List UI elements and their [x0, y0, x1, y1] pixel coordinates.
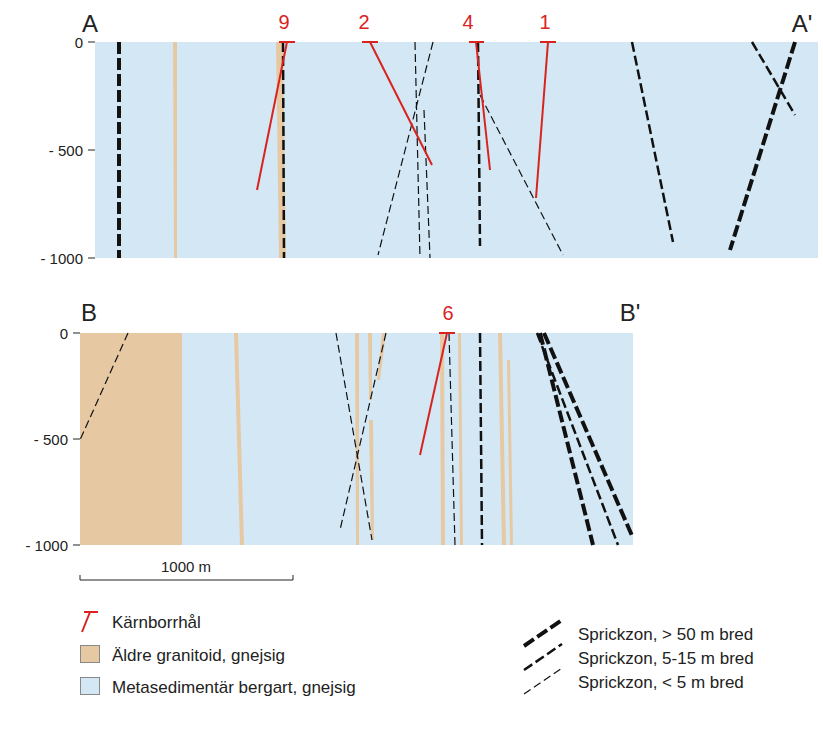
section-letter: B'	[620, 301, 641, 325]
depth-label: - 500	[49, 143, 83, 158]
legend-text: Sprickzon, 5-15 m bred	[578, 650, 754, 667]
borehole-number: 9	[278, 12, 289, 32]
scale-label: 1000 m	[161, 559, 211, 574]
metasediment-area	[80, 333, 633, 545]
legend-text: Sprickzon, < 5 m bred	[578, 674, 744, 691]
metasediment-area	[95, 42, 818, 258]
boreholes	[420, 333, 455, 455]
depth-label: 0	[60, 326, 68, 341]
fracture-zones	[119, 42, 795, 258]
legend-swatch	[80, 645, 100, 663]
granitoid-area	[80, 333, 182, 545]
borehole-number: 4	[462, 12, 473, 32]
depth-ticks	[88, 42, 95, 258]
depth-label: - 1000	[40, 251, 83, 266]
depth-label: - 1000	[25, 538, 68, 553]
granitoid-band	[173, 42, 177, 258]
legend-text: Äldre granitoid, gnejsig	[112, 647, 285, 664]
section-a	[88, 42, 818, 258]
borehole-number: 6	[442, 303, 453, 323]
legend-text: Sprickzon, > 50 m bred	[578, 626, 753, 643]
fracture-zones	[80, 333, 633, 545]
fracture-symbols	[524, 620, 562, 694]
section-letter: B	[81, 301, 97, 325]
granitoid-bands	[234, 333, 513, 545]
boreholes	[257, 42, 556, 198]
borehole-number: 2	[358, 12, 369, 32]
section-letter: A	[82, 12, 98, 36]
section-letter: A'	[792, 12, 813, 36]
depth-label: - 500	[34, 432, 68, 447]
legend-text: Kärnborrhål	[112, 614, 201, 631]
depth-ticks	[73, 333, 80, 545]
borehole-symbol	[82, 612, 98, 632]
scale-bar	[80, 575, 293, 580]
section-b	[73, 333, 633, 545]
legend-swatch	[80, 677, 100, 695]
depth-label: 0	[75, 35, 83, 50]
legend-text: Metasedimentär bergart, gnejsig	[112, 679, 356, 696]
borehole-number: 1	[539, 12, 550, 32]
